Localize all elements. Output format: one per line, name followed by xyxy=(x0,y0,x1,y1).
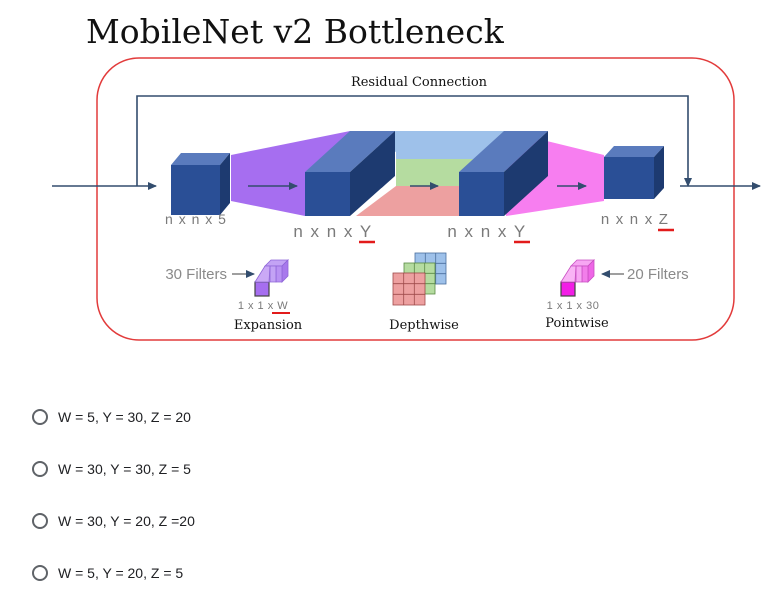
residual-connection-line xyxy=(136,95,692,187)
expansion-kernel-var: W xyxy=(277,300,288,312)
depthwise-dim-var: Y xyxy=(514,222,527,241)
depthwise-block xyxy=(459,131,548,216)
bottleneck-diagram: MobileNet v2 Bottleneck Residual Connect… xyxy=(52,12,761,341)
bottleneck-frame xyxy=(96,57,735,341)
radio-button[interactable] xyxy=(32,409,48,425)
expanded-block xyxy=(305,131,395,216)
pointwise-label: Pointwise xyxy=(545,316,609,331)
pointwise-filters-label: 20 Filters xyxy=(627,266,689,283)
expansion-filters-label: 30 Filters xyxy=(165,266,227,283)
option-4[interactable]: W = 5, Y = 20, Z = 5 xyxy=(32,558,183,588)
diagram-title: MobileNet v2 Bottleneck xyxy=(86,12,505,51)
radio-button[interactable] xyxy=(32,513,48,529)
depthwise-grid-red xyxy=(392,272,426,306)
expansion-filter-icon xyxy=(254,259,289,297)
option-text: W = 30, Y = 30, Z = 5 xyxy=(58,461,191,477)
input-block xyxy=(171,153,230,215)
expansion-label: Expansion xyxy=(234,318,303,333)
expanded-dim-label: n x n x Y xyxy=(293,222,372,241)
option-text: W = 30, Y = 20, Z =20 xyxy=(58,513,195,529)
option-1[interactable]: W = 5, Y = 30, Z = 20 xyxy=(32,402,191,432)
output-dim-label: n x n x Z xyxy=(601,211,669,228)
output-dim-var: Z xyxy=(659,211,669,228)
input-dim-label: n x n x 5 xyxy=(165,211,227,227)
depthwise-filter-icon xyxy=(392,252,447,306)
residual-connection-label: Residual Connection xyxy=(351,75,488,90)
option-3[interactable]: W = 30, Y = 20, Z =20 xyxy=(32,506,195,536)
radio-button[interactable] xyxy=(32,461,48,477)
option-text: W = 5, Y = 30, Z = 20 xyxy=(58,409,191,425)
pointwise-kernel-label: 1 x 1 x 30 xyxy=(547,300,600,312)
expanded-dim-var: Y xyxy=(360,222,373,241)
option-2[interactable]: W = 30, Y = 30, Z = 5 xyxy=(32,454,191,484)
output-block xyxy=(604,146,664,199)
depthwise-label: Depthwise xyxy=(389,318,459,333)
radio-button[interactable] xyxy=(32,565,48,581)
expansion-kernel-label: 1 x 1 x W xyxy=(238,300,288,312)
option-text: W = 5, Y = 20, Z = 5 xyxy=(58,565,184,581)
pointwise-filter-icon xyxy=(560,259,595,297)
depthwise-dim-label: n x n x Y xyxy=(447,222,526,241)
